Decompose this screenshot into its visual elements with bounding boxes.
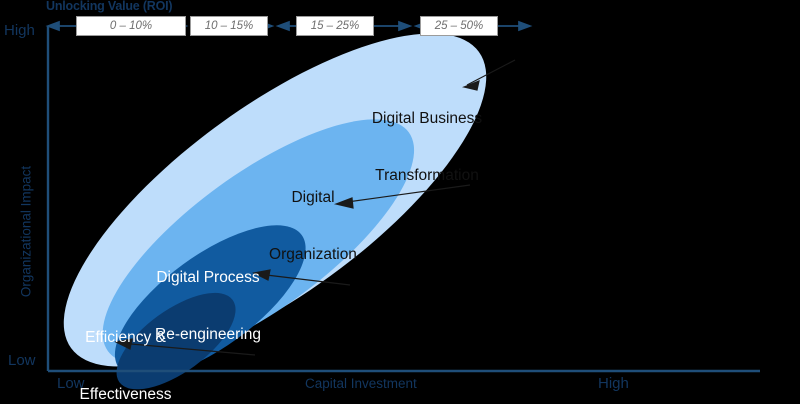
y-axis-high-label: High <box>4 22 35 39</box>
x-axis-low-label: Low <box>57 375 85 392</box>
stage-label-line-1: Digital Business <box>371 109 483 127</box>
stage-label-line-2: Effectiveness <box>79 385 172 403</box>
axes <box>46 26 760 373</box>
roi-band-box-2: 10 – 15% <box>190 16 268 36</box>
callout-line-do <box>339 184 471 204</box>
stage-label-line-1: Digital Process <box>156 268 260 286</box>
stage-label-line-1: Digital <box>291 188 335 206</box>
y-axis-low-label: Low <box>8 352 36 369</box>
stage-label-digital-business-transformation: Digital Business Transformation <box>352 72 502 223</box>
callout-line-dpr <box>257 273 351 286</box>
roi-band-box-4: 25 – 50% <box>420 16 498 36</box>
ellipse-efficiency-effectiveness <box>116 292 236 390</box>
callout-head-dbt <box>461 80 480 91</box>
page-title: Unlocking Value (ROI) <box>46 0 173 13</box>
stage-label-digital-organization: Digital Organization <box>243 151 383 302</box>
x-axis-high-label: High <box>598 375 629 392</box>
y-axis-title: Organizational Impact <box>18 165 34 298</box>
callout-line-dbt <box>466 59 516 86</box>
x-axis-title: Capital Investment <box>305 376 417 391</box>
ellipse-group <box>63 33 487 390</box>
stage-label-line-1: Efficiency & <box>85 328 166 346</box>
stage-label-line-2: Transformation <box>375 166 479 184</box>
callout-head-do <box>333 197 354 209</box>
roi-band-box-1: 0 – 10% <box>76 16 186 36</box>
callout-head-ee <box>114 338 133 350</box>
callout-arrows <box>114 59 516 356</box>
stage-label-line-2: Re-engineering <box>155 325 261 343</box>
stage-label-line-2: Organization <box>269 245 357 263</box>
callout-line-ee <box>119 342 256 356</box>
callout-head-dpr <box>252 269 271 281</box>
stage-label-efficiency-effectiveness: Efficiency & Effectiveness <box>63 291 188 404</box>
stage-label-digital-process-re-engineering: Digital Process Re-engineering <box>143 231 273 382</box>
roi-band-box-3: 15 – 25% <box>296 16 374 36</box>
